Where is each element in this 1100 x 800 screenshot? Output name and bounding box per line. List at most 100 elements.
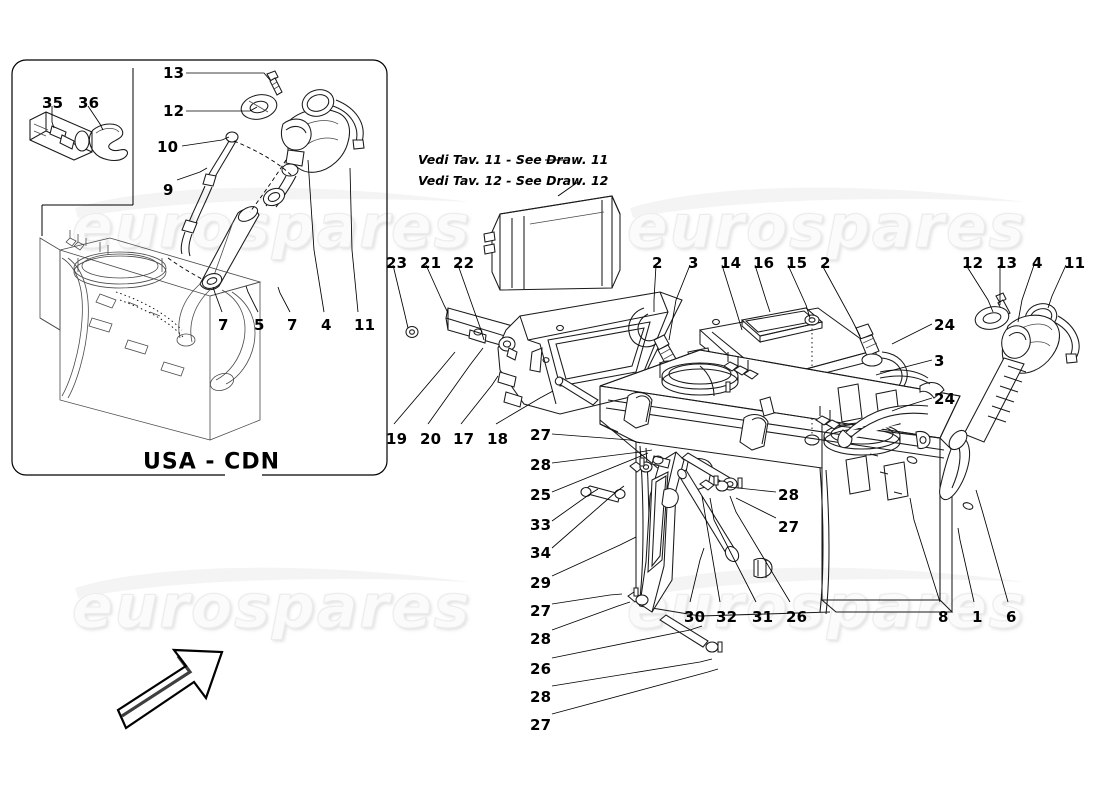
leader-line-28 [728, 487, 776, 492]
callout-number-2: 2 [820, 254, 831, 272]
leader-line-35 [52, 106, 54, 128]
part-7-grommet-upper [200, 271, 224, 291]
reference-note-tav-11: Vedi Tav. 11 - See Draw. 11 [418, 152, 609, 167]
reference-note-tav-12: Vedi Tav. 12 - See Draw. 12 [418, 173, 609, 188]
leader-line-32 [702, 496, 720, 602]
callout-number-31: 31 [752, 608, 774, 626]
callout-number-7: 7 [287, 316, 298, 334]
callout-number-12: 12 [163, 102, 185, 120]
leader-line-12 [966, 265, 993, 312]
assembly-axis-dashed [250, 160, 286, 212]
callout-number-20: 20 [420, 430, 442, 448]
leader-line-11 [1048, 265, 1066, 308]
leader-line-22 [458, 265, 484, 340]
callout-number-5: 5 [254, 316, 265, 334]
inset-fuel-tank [40, 230, 260, 440]
callout-number-13: 13 [996, 254, 1018, 272]
part-36-clip [89, 124, 127, 160]
callout-number-35: 35 [42, 94, 64, 112]
callout-number-26: 26 [786, 608, 808, 626]
callout-number-10: 10 [157, 138, 179, 156]
leader-line-21 [426, 265, 448, 313]
callout-number-30: 30 [684, 608, 706, 626]
callout-number-16: 16 [753, 254, 775, 272]
callout-number-25: 25 [530, 486, 552, 504]
leader-line-11 [350, 168, 358, 312]
callout-number-27: 27 [778, 518, 800, 536]
callout-number-9: 9 [163, 181, 174, 199]
leader-line-4 [1018, 265, 1034, 322]
part-12-cap [239, 92, 279, 123]
callout-number-3: 3 [688, 254, 699, 272]
part-7-grommet-lower [261, 185, 288, 209]
leader-line-28 [552, 659, 712, 686]
inset-panel-frame [12, 60, 387, 475]
leader-line-28 [552, 450, 652, 463]
callout-number-12: 12 [962, 254, 984, 272]
callout-number-33: 33 [530, 516, 552, 534]
callout-number-1: 1 [972, 608, 983, 626]
leader-line-36 [88, 106, 103, 130]
leader-line-17 [461, 376, 498, 424]
leader-line-19 [394, 352, 455, 424]
callout-number-2: 2 [652, 254, 663, 272]
leader-line-25 [552, 453, 648, 492]
leader-line-8 [910, 498, 940, 602]
part-35-connector [30, 112, 92, 160]
callout-number-18: 18 [487, 430, 509, 448]
leader-line-28 [552, 602, 630, 630]
callout-number-4: 4 [321, 316, 332, 334]
charcoal-canister [484, 160, 620, 290]
leader-line-6 [976, 490, 1008, 602]
callout-number-24: 24 [934, 316, 956, 334]
leader-line-15 [788, 265, 810, 318]
callout-number-7: 7 [218, 316, 229, 334]
leader-line-27 [552, 434, 640, 443]
leader-line-3 [876, 360, 932, 375]
leader-line-26 [730, 496, 790, 602]
callout-number-27: 27 [530, 426, 552, 444]
leader-line-7 [278, 287, 290, 312]
leader-line-27 [552, 669, 718, 714]
callout-number-19: 19 [386, 430, 408, 448]
callout-number-14: 14 [720, 254, 742, 272]
callout-number-24: 24 [934, 390, 956, 408]
leader-line-29 [552, 537, 636, 576]
leader-line-24 [892, 398, 932, 411]
leader-line-34 [552, 486, 624, 548]
leader-line-30 [690, 548, 704, 602]
part-10-and-9-hose [181, 132, 238, 256]
callout-number-4: 4 [1032, 254, 1043, 272]
callout-number-11: 11 [1064, 254, 1086, 272]
callout-number-26: 26 [530, 660, 552, 678]
callout-number-28: 28 [530, 688, 552, 706]
callout-number-28: 28 [778, 486, 800, 504]
callout-number-28: 28 [530, 456, 552, 474]
callout-number-3: 3 [934, 352, 945, 370]
leader-line-31 [710, 498, 756, 602]
assembly-axis-dashed [234, 141, 292, 176]
inset-panel-title: USA - CDN [143, 449, 281, 475]
leader-line-20 [428, 348, 483, 424]
callout-number-11: 11 [354, 316, 376, 334]
leader-line-33 [552, 489, 598, 521]
callout-number-34: 34 [530, 544, 552, 562]
leader-line-26 [552, 626, 702, 658]
callout-number-17: 17 [453, 430, 475, 448]
callout-number-29: 29 [530, 574, 552, 592]
callout-leaders [52, 73, 1066, 714]
leader-line-4 [308, 160, 324, 312]
leader-line-18 [496, 391, 553, 424]
part-13-screw [267, 71, 282, 95]
fuel-tank-support-bracket [406, 292, 719, 414]
callout-number-22: 22 [453, 254, 475, 272]
leader-line-13 [186, 73, 270, 80]
callout-number-27: 27 [530, 716, 552, 734]
callout-number-28: 28 [530, 630, 552, 648]
callout-number-36: 36 [78, 94, 100, 112]
leader-line-10 [182, 137, 229, 146]
leader-line-7 [213, 287, 222, 312]
leader-line-27 [736, 498, 776, 518]
